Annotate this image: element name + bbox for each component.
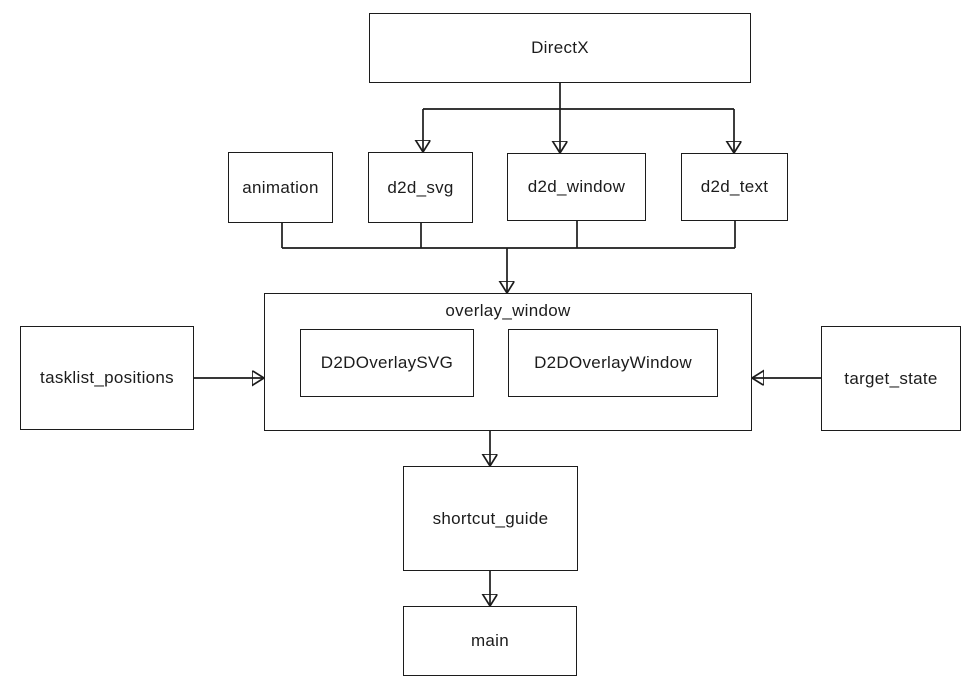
node-d2d-window-label: d2d_window: [527, 177, 626, 196]
node-animation: animation: [228, 152, 333, 223]
node-d2d-overlay-window: D2DOverlayWindow: [508, 329, 718, 397]
node-overlay-window-label: overlay_window: [445, 301, 571, 320]
node-directx: DirectX: [369, 13, 751, 83]
node-d2d-text: d2d_text: [681, 153, 788, 221]
node-shortcut-guide: shortcut_guide: [403, 466, 578, 571]
node-main: main: [403, 606, 577, 676]
edge-merge-rail: [281, 221, 736, 249]
node-d2d-overlay-svg: D2DOverlaySVG: [300, 329, 474, 397]
node-tasklist-positions-label: tasklist_positions: [40, 368, 174, 387]
node-shortcut-guide-label: shortcut_guide: [432, 508, 549, 528]
node-main-label: main: [470, 631, 510, 650]
node-tasklist-positions: tasklist_positions: [20, 326, 194, 430]
node-target-state: target_state: [821, 326, 961, 431]
node-d2d-text-label: d2d_text: [700, 177, 769, 196]
node-target-state-label: target_state: [844, 368, 938, 388]
node-d2d-svg: d2d_svg: [368, 152, 473, 223]
node-d2d-window: d2d_window: [507, 153, 646, 221]
node-animation-label: animation: [242, 177, 319, 197]
node-directx-label: DirectX: [531, 38, 589, 57]
node-d2d-overlay-window-label: D2DOverlayWindow: [534, 353, 692, 372]
node-overlay-window: overlay_window D2DOverlaySVG D2DOverlayW…: [264, 293, 752, 431]
node-d2d-svg-label: d2d_svg: [387, 177, 454, 197]
node-d2d-overlay-svg-label: D2DOverlaySVG: [320, 353, 454, 372]
